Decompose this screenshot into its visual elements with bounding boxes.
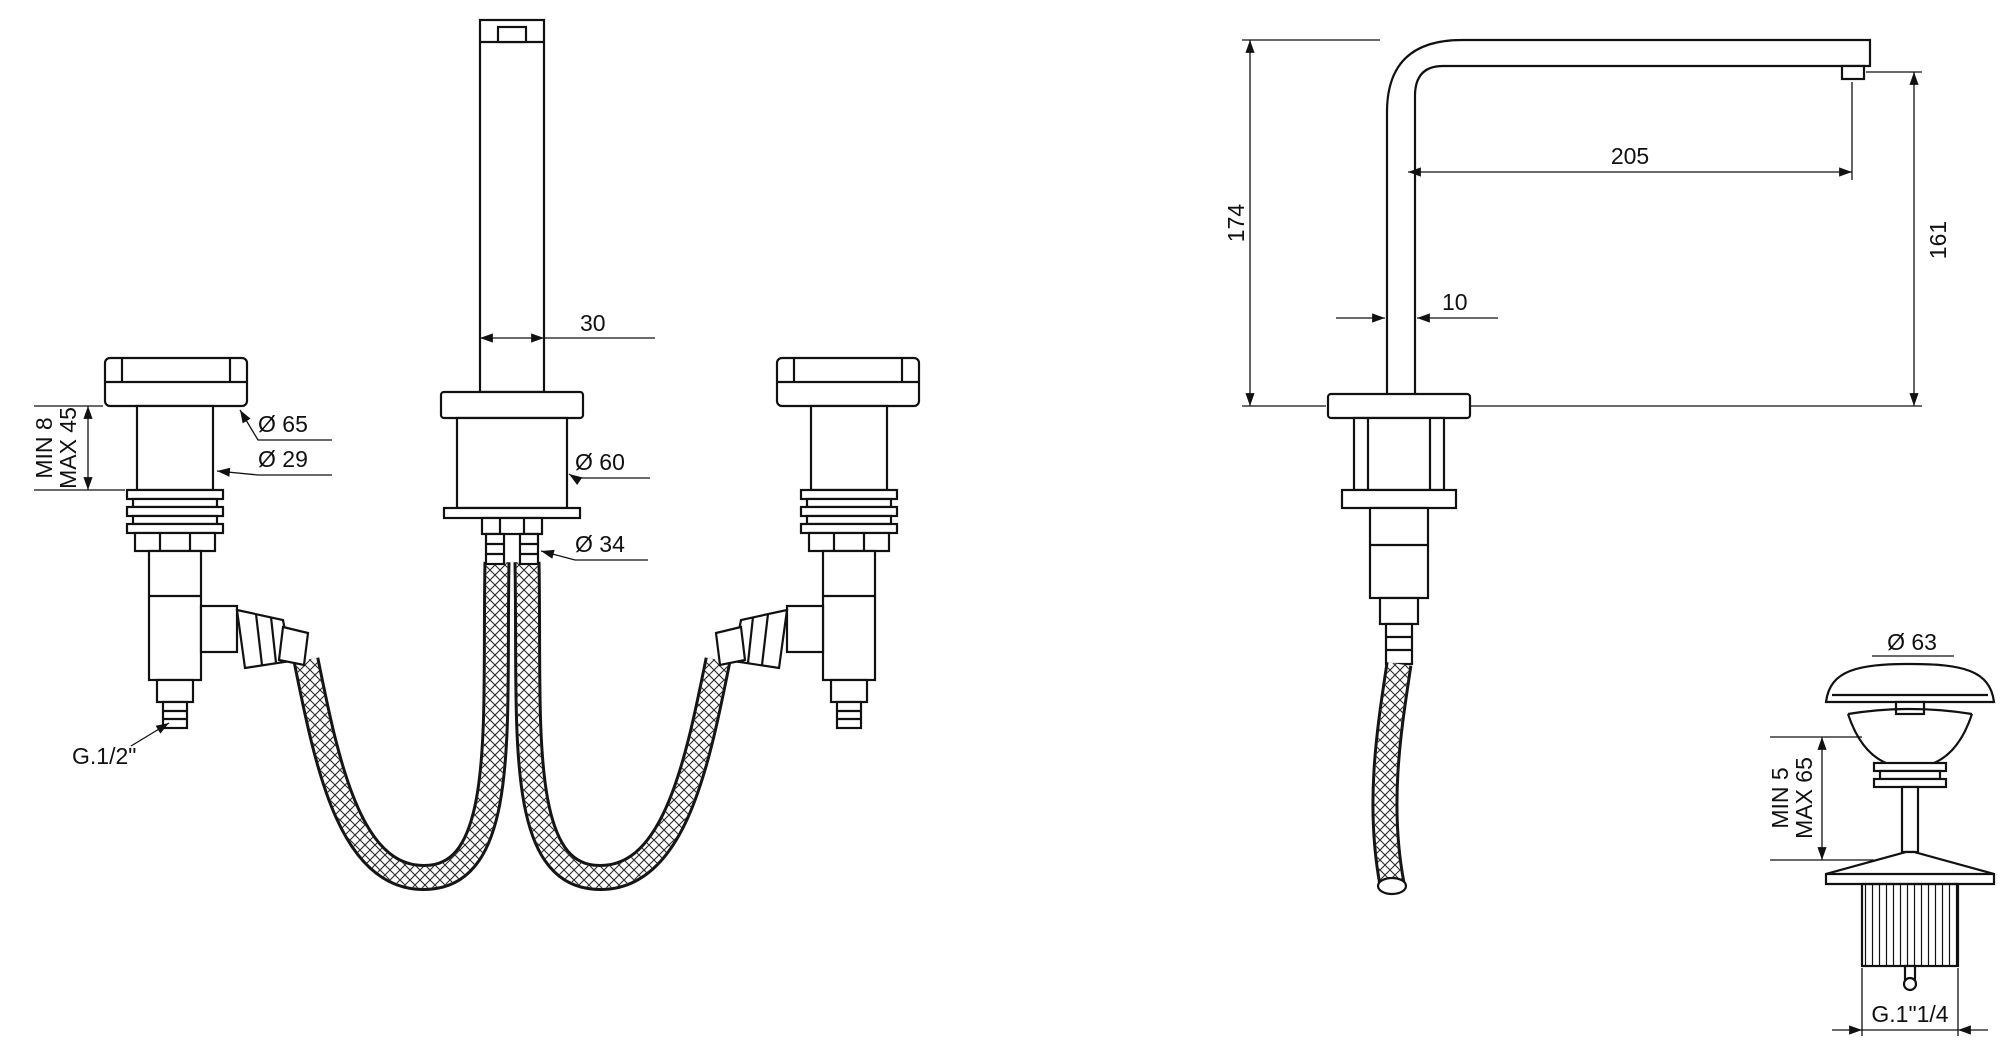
dim-label-thread-g114: G.1"1/4 [1871, 1001, 1948, 1027]
dim-label-reach-205: 205 [1611, 143, 1649, 169]
drain-threaded-body [1860, 882, 1960, 968]
flex-hose-left [306, 562, 497, 877]
dim-label-base-diameter: Ø 60 [575, 449, 625, 475]
dim-label-thickness-10: 10 [1442, 289, 1468, 315]
drain-view: Ø 63 MIN 5 MAX 65 G.1"1/4 [1767, 629, 1996, 1036]
flex-hose-side [1378, 664, 1406, 894]
front-dimensions: 30 Ø 65 Ø 29 MIN 8 MAX 45 Ø 60 Ø 34 G.1/… [31, 310, 655, 769]
dim-label-cap-diameter: Ø 63 [1887, 629, 1937, 655]
aerator-nozzle [1840, 64, 1866, 81]
drain-dimensions: Ø 63 MIN 5 MAX 65 G.1"1/4 [1767, 629, 1988, 1036]
escutcheon-side [1326, 392, 1472, 420]
dim-label-height-174: 174 [1223, 204, 1249, 243]
spout-front [439, 18, 585, 566]
side-valve-right [714, 356, 921, 730]
dim-label-min5: MIN 5 [1767, 767, 1793, 828]
dim-label-stem-diameter: Ø 29 [258, 446, 308, 472]
drain-flange [1824, 850, 1996, 886]
front-view: 30 Ø 65 Ø 29 MIN 8 MAX 45 Ø 60 Ø 34 G.1/… [31, 18, 921, 877]
side-dimensions: 174 205 161 10 [1223, 39, 1951, 407]
dim-label-handle-diameter: Ø 65 [258, 411, 308, 437]
dim-label-shank-diameter: Ø 34 [575, 531, 625, 557]
dim-label-min8: MIN 8 [31, 417, 57, 478]
dim-label-max65: MAX 65 [1791, 757, 1817, 839]
dim-label-max45: MAX 45 [55, 407, 81, 489]
dim-label-spout-width: 30 [580, 310, 606, 336]
flex-hose-right [527, 562, 718, 877]
drain-cap [1824, 662, 1996, 704]
spout-side-profile [1385, 38, 1872, 402]
side-view: 174 205 161 10 [1223, 38, 1951, 894]
dim-label-thread-g12: G.1/2" [72, 743, 136, 769]
dim-label-height-161: 161 [1925, 221, 1951, 259]
side-valve-left [103, 356, 310, 730]
